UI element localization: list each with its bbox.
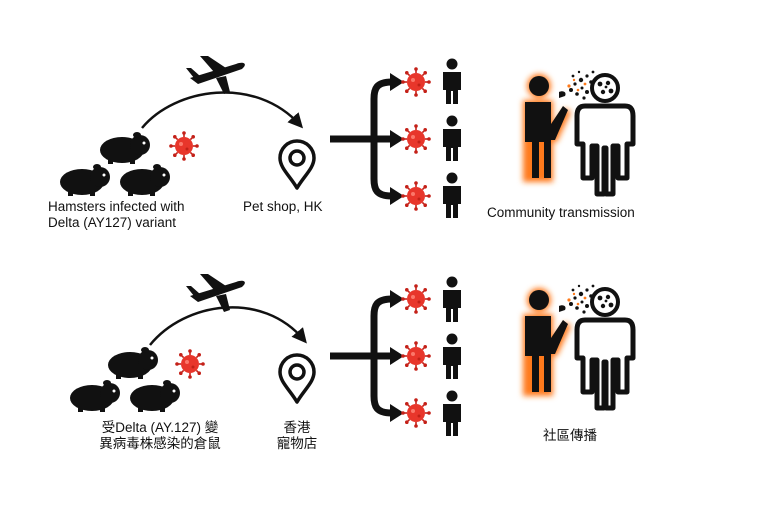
- virus-icon: [174, 348, 206, 380]
- panel-chinese: [70, 274, 633, 436]
- hamster-icon: [108, 347, 158, 379]
- virus-icon: [168, 130, 200, 162]
- hamster-icon: [130, 380, 180, 412]
- shop-label-line: Pet shop, HK: [243, 199, 323, 214]
- location-pin-icon: [278, 139, 316, 190]
- person-icon: [443, 115, 461, 161]
- hamster-icon: [120, 164, 170, 196]
- hamster-icon: [70, 380, 120, 412]
- virus-icon: [400, 340, 432, 372]
- person-icon: [443, 276, 461, 322]
- flight-arrow: [141, 91, 304, 129]
- source-label-line: 異病毒株感染的倉鼠: [99, 436, 221, 451]
- source-label: 受Delta (AY.127) 變 異病毒株感染的倉鼠: [60, 420, 260, 452]
- person-icon: [443, 333, 461, 379]
- shop-label: Pet shop, HK: [243, 199, 323, 215]
- virus-icon: [400, 180, 432, 212]
- source-label: Hamsters infected with Delta (AY127) var…: [48, 199, 185, 231]
- shop-label-line: 寵物店: [276, 436, 318, 451]
- community-label: Community transmission: [487, 205, 635, 220]
- cough-transmission-icon: [523, 285, 633, 408]
- hamster-icon: [100, 132, 150, 164]
- branch-arrow: [330, 73, 404, 205]
- shop-label: 香港 寵物店: [262, 420, 332, 452]
- virus-icon: [400, 283, 432, 315]
- airplane-icon: [186, 56, 245, 94]
- virus-icon: [400, 123, 432, 155]
- source-label-line: Delta (AY127) variant: [48, 215, 177, 230]
- virus-icon: [400, 397, 432, 429]
- virus-icon: [400, 66, 432, 98]
- shop-label-line: 香港: [283, 420, 311, 435]
- branch-arrow: [330, 290, 404, 422]
- person-icon: [443, 172, 461, 218]
- hamster-icon: [60, 164, 110, 196]
- person-icon: [443, 58, 461, 104]
- source-label-line: Hamsters infected with: [48, 199, 185, 214]
- source-label-line: 受Delta (AY.127) 變: [101, 420, 219, 435]
- panel-english: [60, 56, 633, 218]
- cough-transmission-icon: [523, 71, 633, 194]
- community-label: 社區傳播: [543, 428, 597, 443]
- person-icon: [443, 390, 461, 436]
- location-pin-icon: [278, 353, 316, 404]
- flight-arrow: [149, 306, 307, 346]
